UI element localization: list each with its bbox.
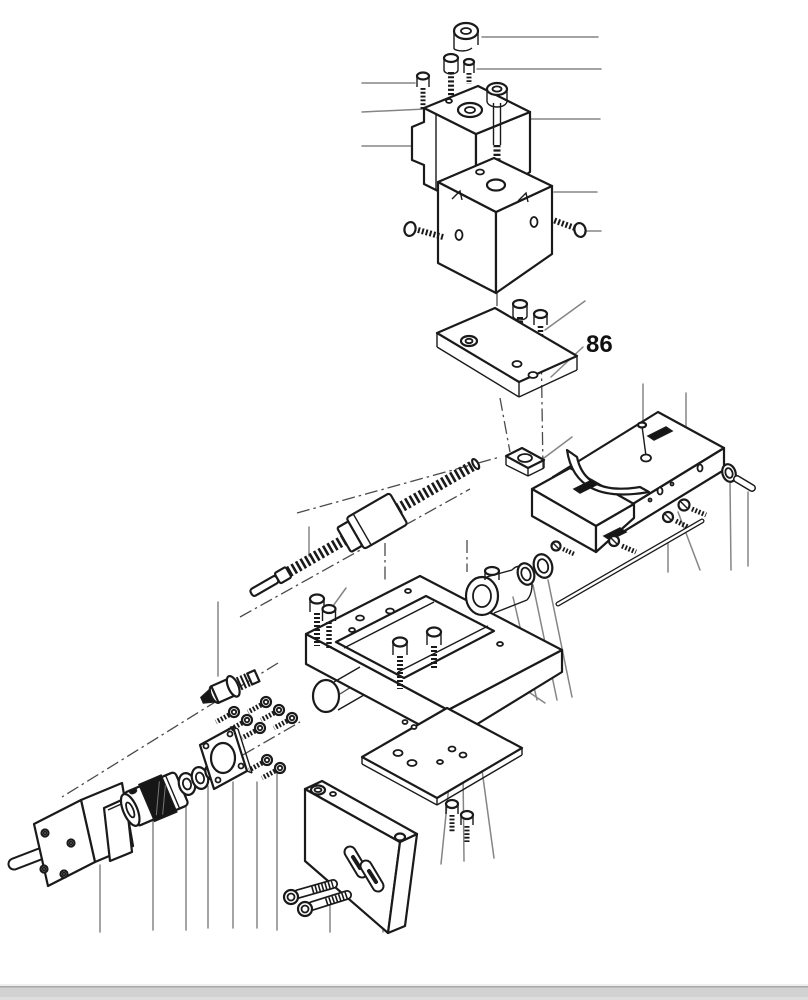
saddle-with-arc-guide — [530, 410, 726, 554]
mount-plate-screws — [444, 798, 475, 842]
jaw-screw-left — [415, 71, 431, 110]
statusbar-body — [0, 987, 808, 997]
side-bolt-right — [551, 217, 587, 239]
statusbar-highlight — [0, 984, 808, 986]
statusbar — [0, 984, 808, 1000]
bearing-flange-plate — [198, 725, 253, 791]
motor-mount-plate — [360, 706, 524, 806]
face-plate-socket-screws — [282, 879, 352, 918]
cross-slide-base — [304, 574, 564, 744]
front-face-plate — [303, 779, 419, 935]
center-lines — [45, 293, 544, 869]
t-slot-clamp — [504, 446, 546, 477]
base-socket-screws — [308, 593, 443, 689]
statusbar-bottom — [0, 997, 808, 1000]
saddle-pan-screws — [550, 498, 707, 557]
dowel-pin-top — [462, 57, 476, 84]
spindle-housing-block — [436, 156, 554, 295]
adapter-plate-86 — [435, 306, 579, 398]
flange-screw-cluster — [214, 695, 299, 781]
bearing-boss-with-orings — [464, 553, 554, 617]
gib-rod — [555, 518, 705, 607]
lead-screw-with-nut — [249, 457, 481, 597]
statusbar-border — [0, 986, 808, 988]
locating-bushing-cap — [452, 21, 480, 52]
side-bolt-left — [403, 220, 444, 240]
dowel-pin-and-washer-right — [721, 463, 756, 492]
grease-nipple — [200, 669, 261, 704]
part-label-86: 86 — [586, 331, 613, 358]
